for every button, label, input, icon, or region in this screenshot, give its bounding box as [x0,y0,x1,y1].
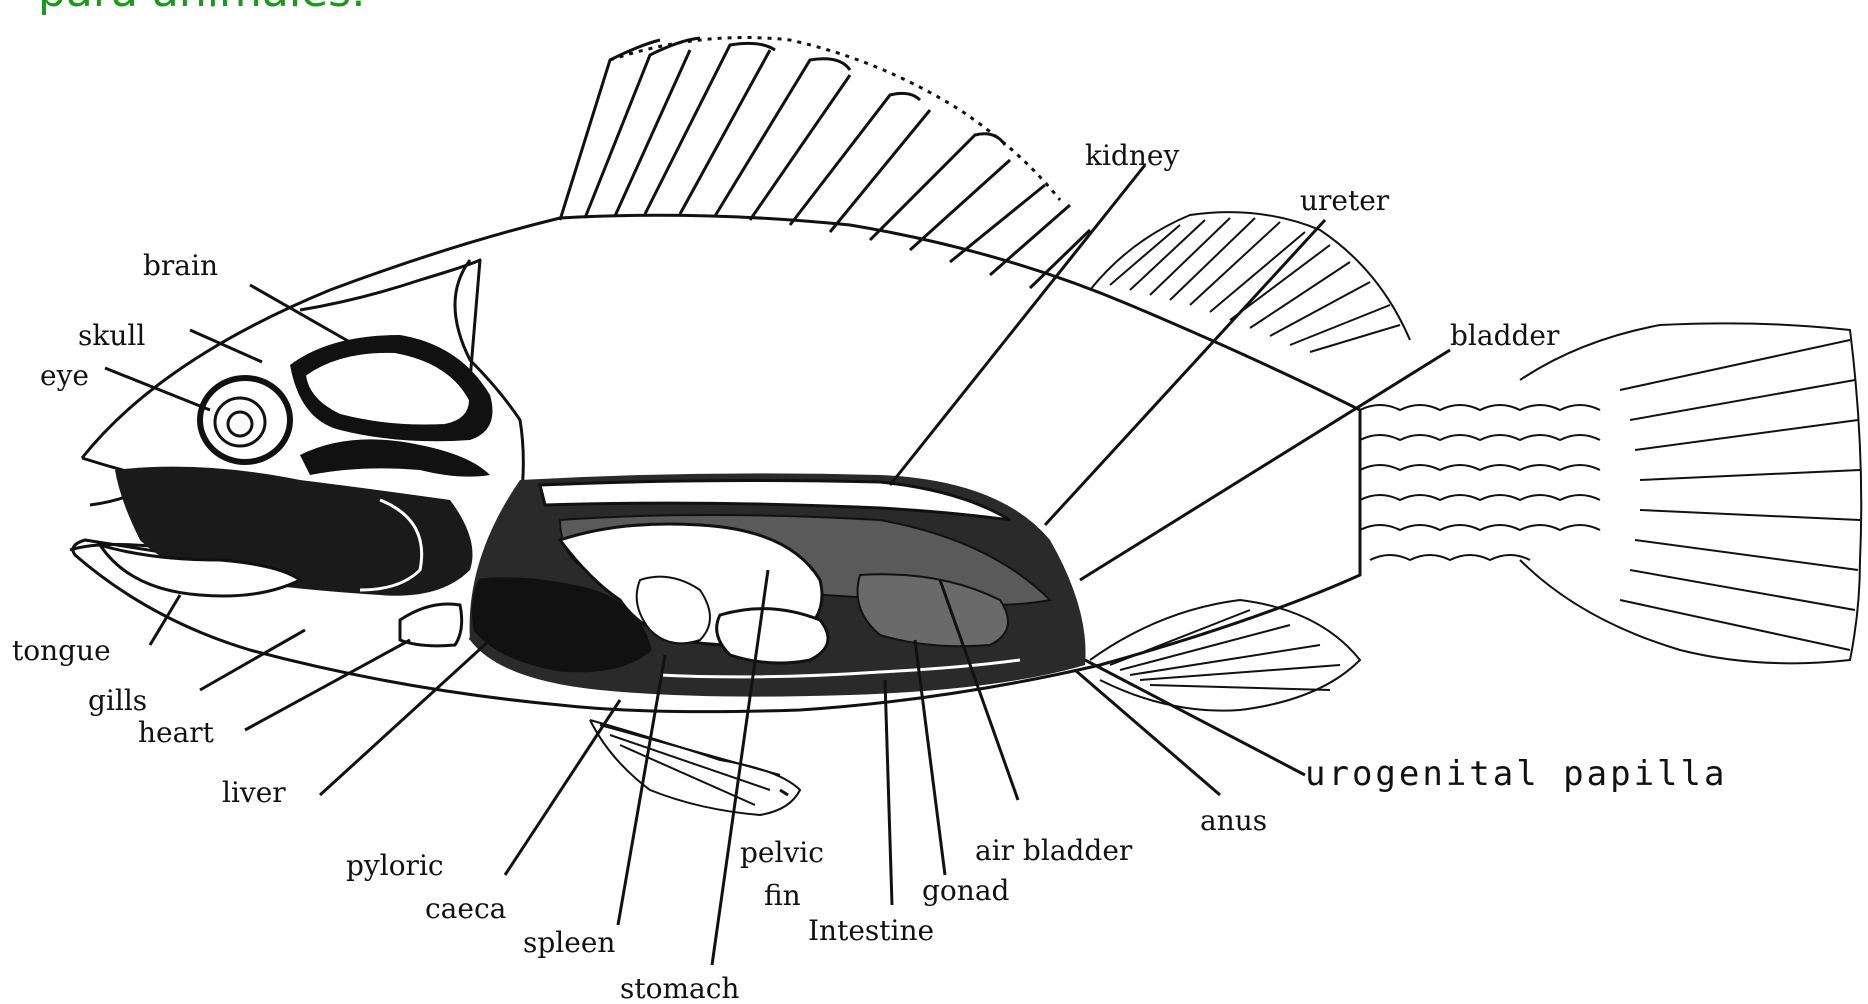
label-intestine: Intestine [808,914,934,947]
pelvic-fin [590,720,800,815]
label-kidney: kidney [1085,139,1179,172]
label-bladder: bladder [1450,319,1560,352]
label-spleen: spleen [523,926,615,959]
label-gonad: gonad [922,874,1010,907]
label-tongue: tongue [12,634,111,667]
label-caeca: caeca [425,892,506,925]
label-eye: eye [40,359,89,392]
caudal-fin [1520,323,1861,663]
label-urogenital-papilla: urogenital papilla [1305,754,1727,794]
label-gills: gills [88,684,147,717]
label-stomach: stomach [620,972,739,1004]
label-ureter: ureter [1300,184,1390,217]
label-liver: liver [222,776,286,809]
intestine-shape [717,609,828,663]
label-heart: heart [138,716,215,749]
label-brain: brain [143,249,218,282]
label-fin: fin [764,879,801,912]
skull-lower [300,439,490,476]
label-pyloric: pyloric [346,849,444,882]
label-anus: anus [1200,804,1267,837]
dorsal-fin-spiny [560,38,1090,289]
scales-pattern [1360,405,1600,560]
eye-pupil [228,412,252,436]
label-air-bladder: air bladder [975,834,1133,867]
dorsal-fin-soft [1090,212,1410,352]
label-skull: skull [78,319,145,352]
label-pelvic: pelvic [740,836,824,869]
